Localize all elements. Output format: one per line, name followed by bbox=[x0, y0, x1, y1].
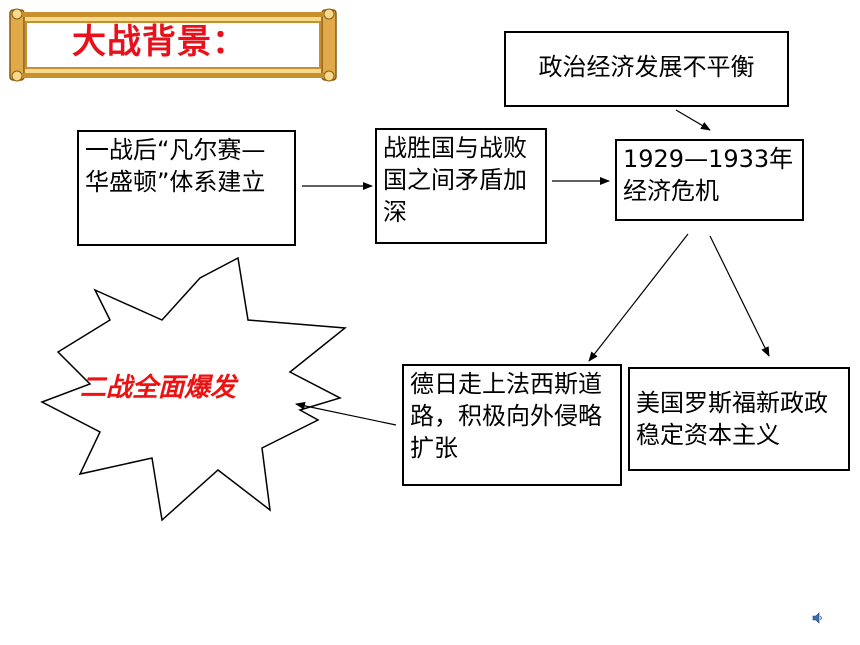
box-conflict-text: 战胜国与战败国之间矛盾加深 bbox=[383, 134, 527, 226]
box-versailles-text: 一战后“凡尔赛—华盛顿”体系建立 bbox=[85, 136, 266, 196]
title-scroll-frame bbox=[9, 8, 337, 82]
arrow-fascism-to-war bbox=[295, 401, 397, 426]
box-imbalance-text: 政治经济发展不平衡 bbox=[538, 53, 755, 81]
box-winner-loser-conflict: 战胜国与战败国之间矛盾加深 bbox=[375, 128, 547, 244]
page-title: 大战背景： bbox=[72, 22, 247, 62]
box-usa-new-deal: 美国罗斯福新政政稳定资本主义 bbox=[628, 367, 850, 471]
box-usa-text: 美国罗斯福新政政稳定资本主义 bbox=[636, 389, 828, 449]
arrow-crisis-to-usa bbox=[709, 235, 770, 357]
box-economic-crisis: 1929—1933年经济危机 bbox=[615, 139, 804, 221]
box-fascism-text: 德日走上法西斯道路，积极向外侵略扩张 bbox=[410, 370, 602, 462]
war-outbreak-label: 二战全面爆发 bbox=[80, 373, 237, 403]
arrow-crisis-to-fascism bbox=[588, 233, 689, 362]
arrow-imbalance-to-crisis bbox=[675, 109, 711, 131]
explosion-burst-shape bbox=[40, 256, 347, 522]
speaker-icon[interactable] bbox=[812, 612, 824, 624]
box-uneven-development: 政治经济发展不平衡 bbox=[504, 31, 789, 107]
box-versailles-system: 一战后“凡尔赛—华盛顿”体系建立 bbox=[77, 130, 296, 246]
box-germany-japan-fascism: 德日走上法西斯道路，积极向外侵略扩张 bbox=[402, 364, 622, 486]
box-crisis-text: 1929—1933年经济危机 bbox=[623, 145, 794, 205]
